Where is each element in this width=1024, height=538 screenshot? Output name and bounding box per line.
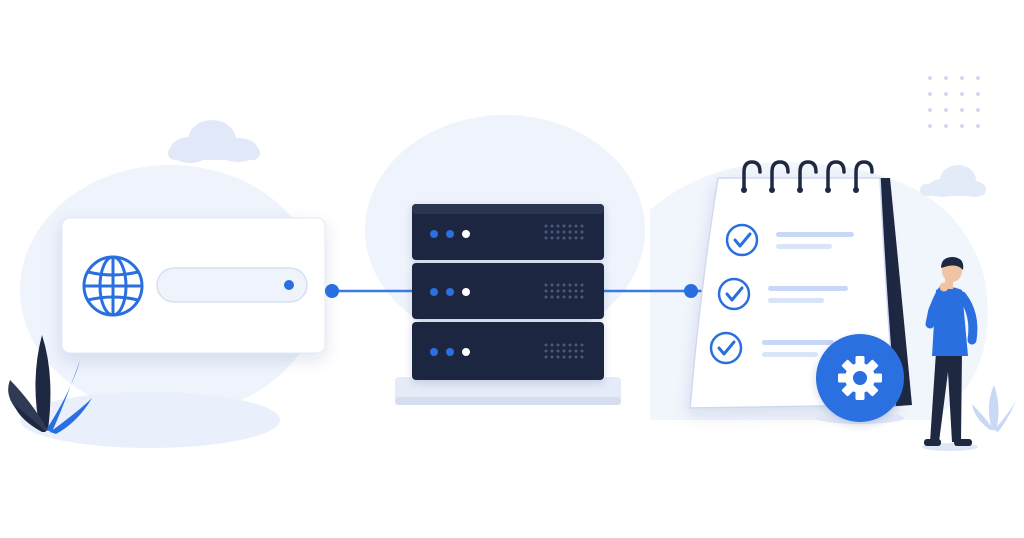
url-input: [156, 267, 308, 303]
dot-grid: [928, 76, 980, 128]
server-unit-3: [412, 322, 604, 380]
checklist-item-3: [709, 331, 834, 365]
server-base: [395, 377, 621, 405]
connector-left: [325, 284, 413, 298]
server-unit-2: [412, 263, 604, 319]
checklist-item-2: [717, 277, 848, 311]
gear-icon: [816, 334, 904, 424]
connector-right: [603, 284, 712, 298]
server-unit-1: [412, 204, 604, 260]
plant-icon: [8, 335, 92, 434]
thinking-person-icon: [922, 257, 978, 451]
cloud-icon-small: [920, 165, 986, 197]
plant-icon-right: [972, 385, 1016, 432]
spiral-rings: [742, 160, 874, 192]
globe-icon: [82, 255, 144, 317]
cloud-icon: [168, 120, 260, 163]
server-rack-icon: [412, 204, 604, 380]
checklist-item-1: [725, 223, 854, 257]
